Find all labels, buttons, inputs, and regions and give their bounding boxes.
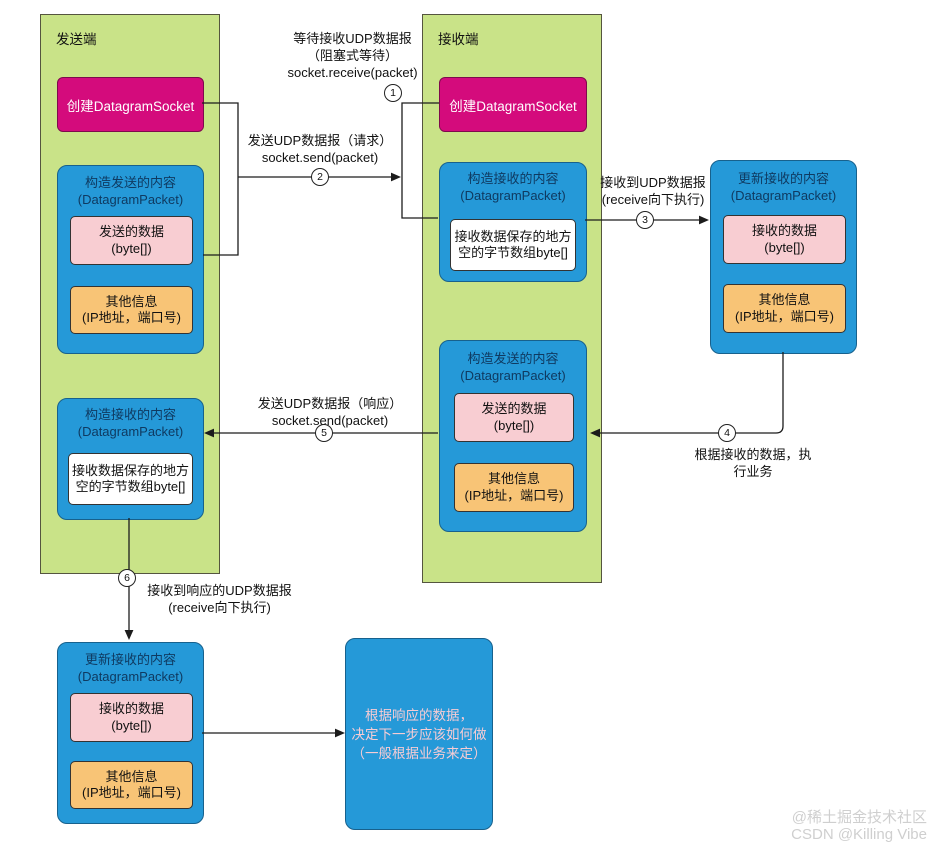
step-6-badge: 6: [118, 569, 136, 587]
step-2-badge: 2: [311, 168, 329, 186]
send-data-label: 发送的数据: [481, 401, 547, 416]
sender-updated-recv-title: 更新接收的内容: [84, 652, 176, 667]
recv-buffer-label: 接收数据保存的地方: [71, 462, 189, 478]
receiver-build-recv-subtitle: (DatagramPacket): [460, 188, 566, 203]
step5-label: 发送UDP数据报（响应） socket.send(packet): [257, 396, 403, 428]
business-decision-box: 根据响应的数据， 决定下一步应该如何做 （一般根据业务来定）: [345, 638, 493, 830]
sender-build-recv-subtitle: (DatagramPacket): [77, 424, 184, 439]
receiver-updated-recv-title: 更新接收的内容: [737, 171, 829, 186]
other-info-detail: (IP地址，端口号): [82, 785, 181, 800]
arrow-step4-shaft: [600, 352, 784, 434]
arrow-step2-head: [391, 172, 401, 182]
sender-send-data-box: 发送的数据 (byte[]): [70, 216, 193, 265]
receiver-build-recv-title: 构造接收的内容: [467, 171, 559, 186]
receiver-other-info-box: 其他信息 (IP地址，端口号): [454, 463, 574, 512]
sender-other-info-box: 其他信息 (IP地址，端口号): [70, 286, 193, 334]
received-data-label: 接收的数据: [98, 701, 164, 716]
other-info-label: 其他信息: [758, 292, 811, 307]
received-data-box: 接收的数据 (byte[]): [723, 215, 846, 264]
step6-label: 接收到响应的UDP数据报 (receive向下执行): [147, 583, 292, 615]
step3-label: 接收到UDP数据报 (receive向下执行): [600, 175, 706, 207]
receiver-create-socket-label: 创建DatagramSocket: [449, 98, 577, 114]
sender-build-send-title: 构造发送的内容: [84, 175, 176, 190]
sender-panel-title: 发送端: [56, 32, 97, 47]
watermark-line1: @稀土掘金技术社区: [791, 809, 927, 826]
recv-buffer-label: 接收数据保存的地方: [454, 228, 572, 244]
sender-create-socket-label: 创建DatagramSocket: [66, 98, 195, 114]
send-data-type: (byte[]): [493, 417, 535, 433]
step-3-badge: 3: [636, 211, 654, 229]
other-info-detail: (IP地址，端口号): [735, 308, 834, 324]
sender-updated-recv-box: 更新接收的内容 (DatagramPacket) 接收的数据 (byte[]) …: [57, 642, 204, 824]
step-4-badge: 4: [718, 424, 736, 442]
receiver-build-recv-box: 构造接收的内容 (DatagramPacket) 接收数据保存的地方 空的字节数…: [439, 162, 587, 282]
step-5-badge: 5: [315, 424, 333, 442]
business-line3: （一般根据业务来定）: [351, 745, 487, 761]
received-data-type: (byte[]): [764, 239, 805, 255]
receiver-create-socket-box: 创建DatagramSocket: [439, 77, 587, 132]
other-info-detail: (IP地址，端口号): [464, 487, 564, 503]
sender-build-send-box: 构造发送的内容 (DatagramPacket) 发送的数据 (byte[]) …: [57, 165, 204, 354]
step2-label: 发送UDP数据报（请求） socket.send(packet): [247, 133, 393, 165]
watermark-line2: CSDN @Killing Vibe: [791, 826, 927, 843]
receiver-updated-recv-box: 更新接收的内容 (DatagramPacket) 接收的数据 (byte[]) …: [710, 160, 857, 354]
watermark: @稀土掘金技术社区 CSDN @Killing Vibe: [791, 809, 927, 843]
other-info-box: 其他信息 (IP地址，端口号): [70, 761, 193, 809]
send-data-label: 发送的数据: [98, 224, 164, 239]
sender-create-socket-box: 创建DatagramSocket: [57, 77, 204, 132]
receiver-send-data-box: 发送的数据 (byte[]): [454, 393, 574, 442]
sender-updated-recv-subtitle: (DatagramPacket): [77, 669, 184, 684]
receiver-recv-buffer-box: 接收数据保存的地方 空的字节数组byte[]: [450, 219, 576, 271]
receiver-panel-title: 接收端: [438, 32, 479, 47]
recv-buffer-type: 空的字节数组byte[]: [75, 479, 186, 494]
business-line1: 根据响应的数据，: [365, 707, 473, 723]
business-line2: 决定下一步应该如何做: [351, 726, 487, 742]
sender-build-recv-title: 构造接收的内容: [84, 407, 176, 422]
step4-label: 根据接收的数据，执 行业务: [694, 447, 812, 479]
received-data-type: (byte[]): [111, 717, 152, 733]
received-data-box: 接收的数据 (byte[]): [70, 693, 193, 742]
arrow-step6-head: [124, 630, 134, 640]
arrow-step3-head: [699, 215, 709, 225]
received-data-label: 接收的数据: [751, 223, 817, 238]
other-info-detail: (IP地址，端口号): [82, 310, 181, 325]
recv-buffer-type: 空的字节数组byte[]: [458, 245, 568, 260]
step1-label: 等待接收UDP数据报 （阻塞式等待） socket.receive(packet…: [287, 31, 418, 80]
step-1-badge: 1: [384, 84, 402, 102]
other-info-label: 其他信息: [105, 768, 158, 784]
sender-recv-buffer-box: 接收数据保存的地方 空的字节数组byte[]: [68, 453, 193, 505]
sender-build-send-subtitle: (DatagramPacket): [77, 192, 184, 207]
receiver-build-send-box: 构造发送的内容 (DatagramPacket) 发送的数据 (byte[]) …: [439, 340, 587, 532]
receiver-build-send-subtitle: (DatagramPacket): [460, 368, 566, 383]
arrow-bottom-head: [335, 728, 345, 738]
sender-build-recv-box: 构造接收的内容 (DatagramPacket) 接收数据保存的地方 空的字节数…: [57, 398, 204, 520]
receiver-build-send-title: 构造发送的内容: [467, 351, 559, 366]
other-info-box: 其他信息 (IP地址，端口号): [723, 284, 846, 333]
other-info-label: 其他信息: [105, 293, 158, 309]
receiver-updated-recv-subtitle: (DatagramPacket): [730, 188, 837, 203]
send-data-type: (byte[]): [111, 240, 152, 256]
other-info-label: 其他信息: [487, 471, 540, 486]
